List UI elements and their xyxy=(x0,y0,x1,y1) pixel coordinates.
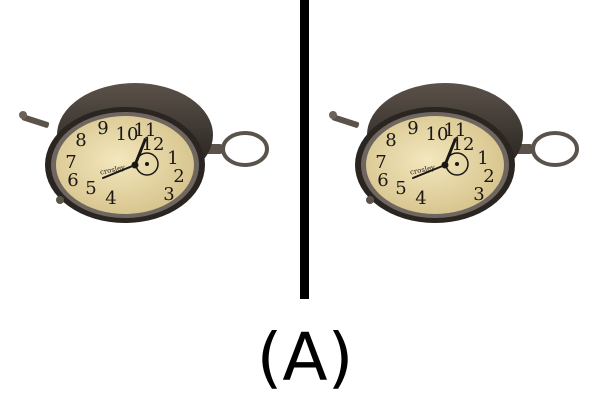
clock-foot xyxy=(366,196,374,204)
pocket-watch-clock-icon: 12 1 2 3 4 5 6 7 8 9 10 11 crosley xyxy=(19,83,269,223)
clock-hands xyxy=(102,138,147,179)
numeral-8: 8 xyxy=(75,130,86,151)
stem-left xyxy=(329,111,360,128)
numeral-12: 12 xyxy=(142,134,165,155)
clock-hands xyxy=(412,138,457,179)
dial-numerals: 12 1 2 3 4 5 6 7 8 9 10 11 xyxy=(65,118,184,209)
numeral-1: 1 xyxy=(167,148,178,169)
clock-case xyxy=(355,83,523,223)
numeral-2: 2 xyxy=(483,166,494,187)
numeral-9: 9 xyxy=(97,118,108,139)
numeral-10: 10 xyxy=(426,124,449,145)
pocket-watch-clock-icon: 12 1 2 3 4 5 6 7 8 9 10 11 crosley xyxy=(329,83,579,223)
numeral-6: 6 xyxy=(377,170,388,191)
numeral-2: 2 xyxy=(173,166,184,187)
left-clock-image: 12 1 2 3 4 5 6 7 8 9 10 11 crosley xyxy=(15,70,275,240)
numeral-8: 8 xyxy=(385,130,396,151)
vertical-divider xyxy=(300,0,309,299)
numeral-11: 11 xyxy=(134,120,157,141)
clock-case xyxy=(45,83,213,223)
numeral-12: 12 xyxy=(452,134,475,155)
numeral-4: 4 xyxy=(105,188,116,209)
clock-foot xyxy=(56,196,64,204)
numeral-10: 10 xyxy=(116,124,139,145)
dial-numerals: 12 1 2 3 4 5 6 7 8 9 10 11 xyxy=(375,118,494,209)
numeral-11: 11 xyxy=(444,120,467,141)
right-clock-image: 12 1 2 3 4 5 6 7 8 9 10 11 crosley xyxy=(325,70,585,240)
numeral-1: 1 xyxy=(477,148,488,169)
numeral-9: 9 xyxy=(407,118,418,139)
numeral-5: 5 xyxy=(395,178,406,199)
numeral-4: 4 xyxy=(415,188,426,209)
numeral-3: 3 xyxy=(473,184,484,205)
stem-left xyxy=(19,111,50,128)
numeral-6: 6 xyxy=(67,170,78,191)
numeral-5: 5 xyxy=(85,178,96,199)
numeral-7: 7 xyxy=(375,152,386,173)
numeral-7: 7 xyxy=(65,152,76,173)
numeral-3: 3 xyxy=(163,184,174,205)
figure-caption: (A) xyxy=(256,319,354,396)
